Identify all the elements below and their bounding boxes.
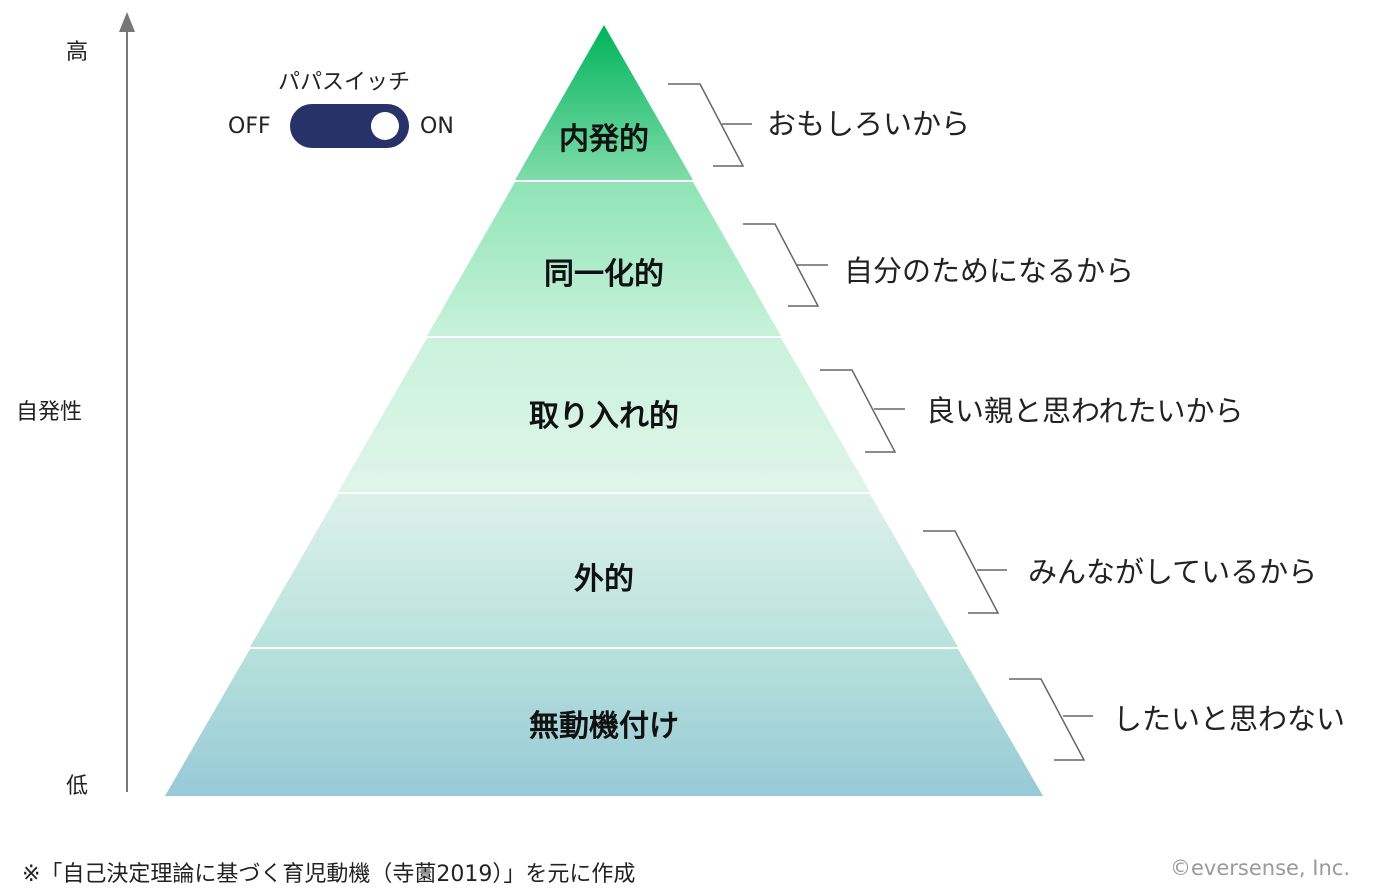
switch-on-label: ON bbox=[420, 114, 454, 139]
layer-label-intrinsic: 内発的 bbox=[559, 122, 649, 157]
switch-knob bbox=[371, 112, 399, 140]
layer-introjected bbox=[338, 338, 870, 492]
layer-label-external: 外的 bbox=[574, 562, 634, 597]
bracket-5 bbox=[1009, 678, 1086, 761]
switch-off-label: OFF bbox=[228, 114, 271, 139]
copyright: ©eversense, Inc. bbox=[1170, 856, 1351, 880]
papa-switch-toggle[interactable] bbox=[290, 104, 409, 148]
axis-low-label: 低 bbox=[66, 774, 89, 799]
source-footnote: ※「自己決定理論に基づく育児動機（寺薗2019）」を元に作成 bbox=[22, 862, 636, 887]
reason-introjected: 良い親と思われたいから bbox=[926, 394, 1244, 428]
axis-middle-label: 自発性 bbox=[16, 400, 83, 425]
axis-arrow-head bbox=[119, 12, 135, 32]
bracket-3 bbox=[820, 369, 897, 453]
bracket-4 bbox=[923, 530, 1000, 614]
layer-label-amotivation: 無動機付け bbox=[529, 709, 679, 744]
layer-intrinsic bbox=[515, 25, 693, 180]
reason-external: みんながしているから bbox=[1028, 555, 1318, 589]
reason-intrinsic: おもしろいから bbox=[767, 107, 971, 141]
switch-title: パパスイッチ bbox=[278, 70, 411, 95]
reason-identified: 自分のためになるから bbox=[844, 254, 1135, 288]
layer-label-introjected: 取り入れ的 bbox=[529, 399, 679, 434]
layer-external bbox=[250, 494, 958, 647]
layer-label-identified: 同一化的 bbox=[544, 257, 664, 292]
bracket-1 bbox=[668, 83, 745, 167]
axis-high-label: 高 bbox=[66, 40, 89, 65]
bracket-2 bbox=[743, 223, 820, 307]
layer-amotivation bbox=[165, 649, 1043, 796]
layer-identified bbox=[427, 182, 781, 336]
reason-amotivation: したいと思わない bbox=[1113, 702, 1346, 736]
